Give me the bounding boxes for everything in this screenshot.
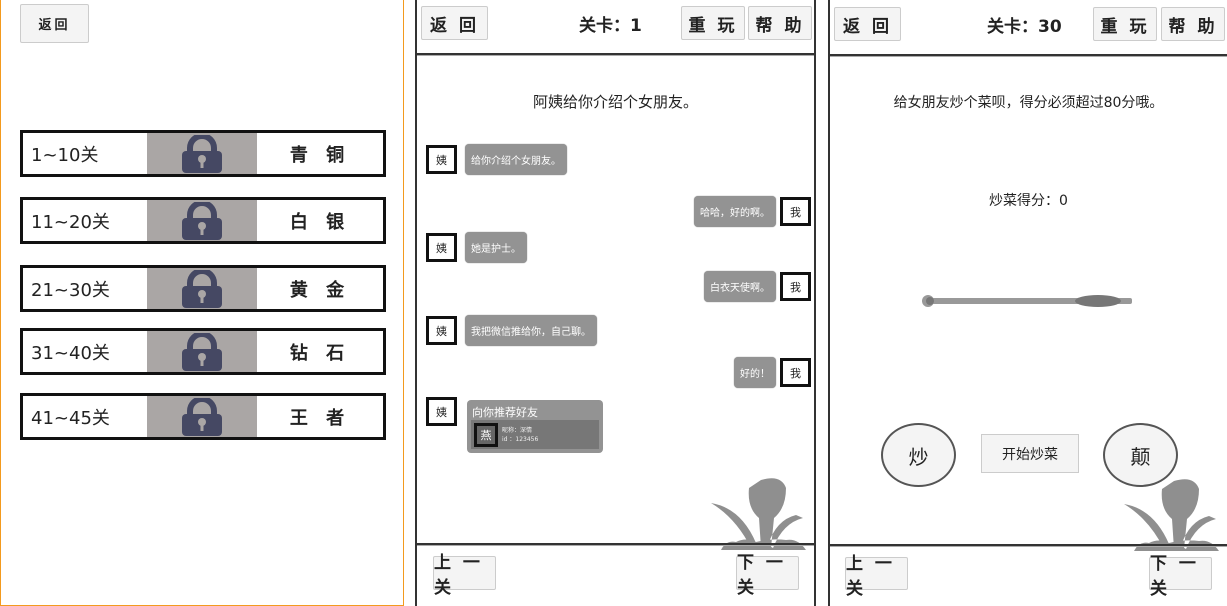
toss-button[interactable]: 颠 bbox=[1103, 423, 1178, 487]
back-button[interactable]: 返回 bbox=[20, 4, 89, 43]
level-group-row[interactable]: 41~45关 王 者 bbox=[20, 393, 386, 440]
friend-nickname: 昵称：深情 bbox=[502, 426, 533, 434]
chat-bubble: 我把微信推给你，自己聊。 bbox=[465, 315, 597, 346]
replay-button[interactable]: 重 玩 bbox=[1093, 7, 1157, 41]
level-range: 11~20关 bbox=[31, 211, 110, 233]
lock-icon bbox=[147, 200, 257, 241]
back-button[interactable]: 返 回 bbox=[834, 7, 901, 41]
chat-bubble: 好的！ bbox=[734, 357, 776, 388]
avatar: 姨 bbox=[426, 397, 457, 426]
chat-bubble: 哈哈，好的啊。 bbox=[694, 196, 776, 227]
level-prompt: 给女朋友炒个菜呗，得分必须超过80分哦。 bbox=[893, 95, 1164, 111]
header-divider bbox=[830, 54, 1227, 57]
flower-icon bbox=[711, 478, 806, 550]
friend-id: id ：123456 bbox=[502, 435, 539, 443]
lock-icon bbox=[147, 268, 257, 309]
level-group-row[interactable]: 31~40关 钻 石 bbox=[20, 328, 386, 375]
lock-icon bbox=[147, 133, 257, 174]
header-divider bbox=[417, 53, 814, 56]
stir-button[interactable]: 炒 bbox=[881, 423, 956, 487]
chat-bubble: 给你介绍个女朋友。 bbox=[465, 144, 567, 175]
prev-level-button[interactable]: 上 一 关 bbox=[845, 554, 908, 599]
tier-label: 黄 金 bbox=[289, 279, 351, 301]
score-label: 炒菜得分：0 bbox=[989, 193, 1068, 209]
level-select-screen: 返回 1~10关 青 铜 11~20关 白 银 21~30关 黄 金 31~40关 钻… bbox=[0, 0, 404, 606]
card-title: 向你推荐好友 bbox=[472, 406, 538, 419]
footer-divider bbox=[417, 543, 814, 546]
level-group-row[interactable]: 1~10关 青 铜 bbox=[20, 130, 386, 177]
tier-label: 王 者 bbox=[289, 407, 351, 429]
spatula-icon bbox=[922, 295, 1132, 307]
level-30-screen: 返 回 关卡：30 重 玩 帮 助 给女朋友炒个菜呗，得分必须超过80分哦。 炒… bbox=[828, 0, 1227, 606]
avatar: 我 bbox=[780, 197, 811, 226]
chat-bubble: 她是护士。 bbox=[465, 232, 527, 263]
tier-label: 青 铜 bbox=[289, 144, 351, 166]
level-range: 21~30关 bbox=[31, 279, 110, 301]
tier-label: 钻 石 bbox=[289, 342, 351, 364]
help-button[interactable]: 帮 助 bbox=[748, 6, 812, 40]
avatar: 姨 bbox=[426, 316, 457, 345]
next-level-button[interactable]: 下 一 关 bbox=[1149, 554, 1212, 599]
avatar: 我 bbox=[780, 358, 811, 387]
lock-icon bbox=[147, 331, 257, 372]
chat-bubble: 白衣天使啊。 bbox=[704, 271, 776, 302]
replay-button[interactable]: 重 玩 bbox=[681, 6, 745, 40]
flower-icon bbox=[1124, 479, 1219, 551]
level-label: 关卡：30 bbox=[987, 17, 1062, 37]
friend-card[interactable]: 向你推荐好友 燕 昵称：深情 id ：123456 bbox=[467, 400, 603, 453]
level-1-screen: 返 回 关卡：1 重 玩 帮 助 阿姨给你介绍个女朋友。 姨给你介绍个女朋友。我… bbox=[415, 0, 816, 606]
level-range: 1~10关 bbox=[31, 144, 99, 166]
avatar: 我 bbox=[780, 272, 811, 301]
level-prompt: 阿姨给你介绍个女朋友。 bbox=[532, 93, 698, 111]
start-cooking-button[interactable]: 开始炒菜 bbox=[981, 434, 1079, 473]
avatar: 姨 bbox=[426, 145, 457, 174]
next-level-button[interactable]: 下 一 关 bbox=[736, 553, 799, 598]
level-range: 41~45关 bbox=[31, 407, 110, 429]
help-button[interactable]: 帮 助 bbox=[1161, 7, 1225, 41]
prev-level-button[interactable]: 上 一 关 bbox=[433, 553, 496, 598]
tier-label: 白 银 bbox=[289, 211, 351, 233]
level-range: 31~40关 bbox=[31, 342, 110, 364]
lock-icon bbox=[147, 396, 257, 437]
footer-divider bbox=[830, 544, 1227, 547]
level-group-row[interactable]: 21~30关 黄 金 bbox=[20, 265, 386, 312]
back-button[interactable]: 返 回 bbox=[421, 6, 488, 40]
level-label: 关卡：1 bbox=[579, 16, 642, 36]
avatar: 姨 bbox=[426, 233, 457, 262]
friend-avatar: 燕 bbox=[474, 422, 498, 447]
level-group-row[interactable]: 11~20关 白 银 bbox=[20, 197, 386, 244]
